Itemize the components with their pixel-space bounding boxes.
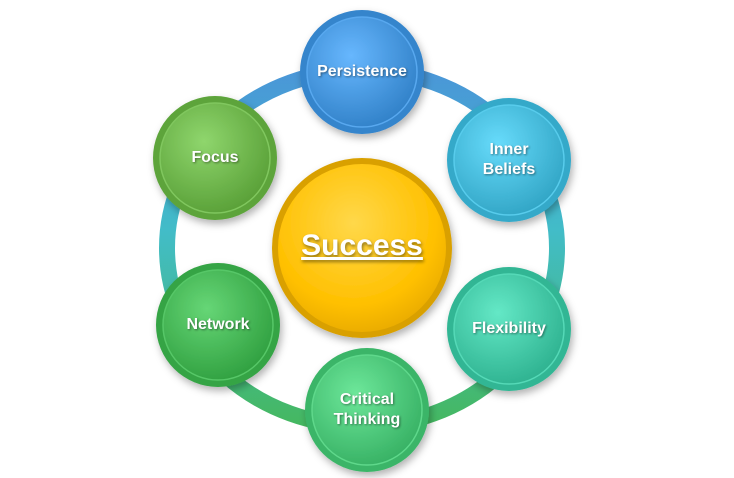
node-label-network: Network xyxy=(186,316,250,333)
node-label-flexibility: Flexibility xyxy=(472,320,546,337)
node-circle-focus xyxy=(153,96,277,220)
node-circle-critical-thinking xyxy=(305,348,429,472)
node-layer xyxy=(153,10,571,472)
node-circle-network xyxy=(156,263,280,387)
node-circle-flexibility xyxy=(447,267,571,391)
node-circle-persistence xyxy=(300,10,424,134)
node-label-critical-thinking: Critical Thinking xyxy=(333,391,401,428)
node-label-inner-beliefs: Inner Beliefs xyxy=(482,141,536,178)
node-label-focus: Focus xyxy=(191,149,239,166)
node-circle-inner-beliefs xyxy=(447,98,571,222)
center-circle xyxy=(272,158,452,338)
node-label-persistence: Persistence xyxy=(317,63,407,80)
center-label: Success xyxy=(301,229,423,262)
